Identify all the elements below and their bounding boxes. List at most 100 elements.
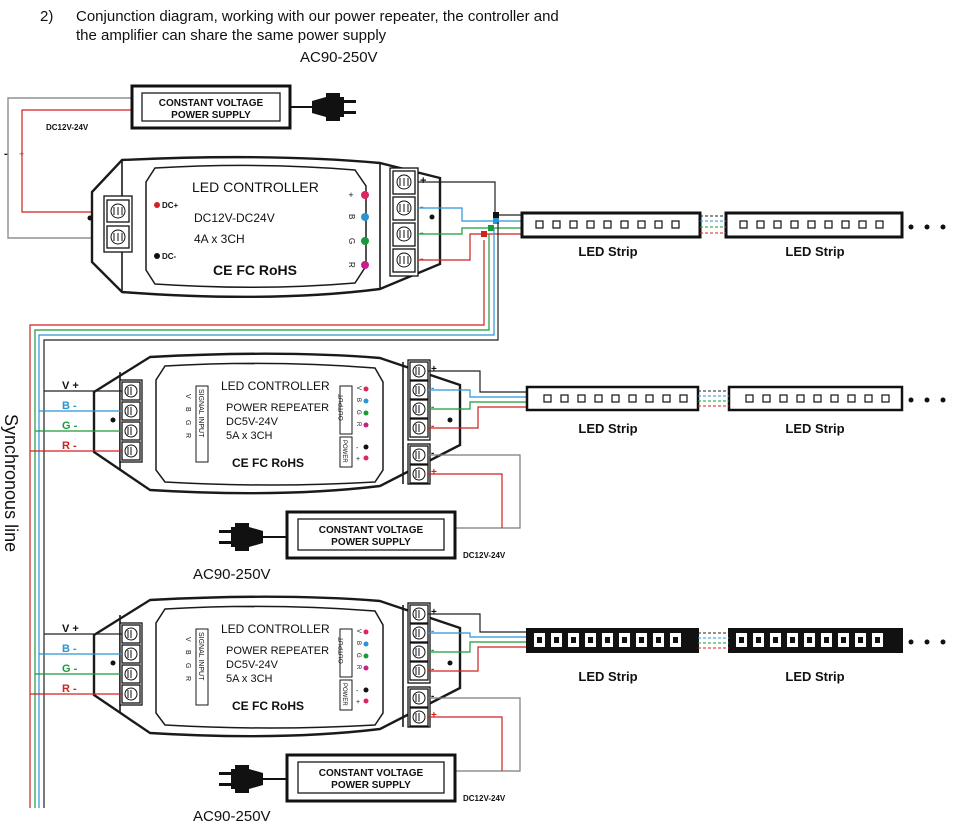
led-strip-label-2b: LED Strip xyxy=(785,421,844,436)
top-ac-plug-icon xyxy=(290,93,356,121)
repeater-2-title: LED CONTROLLER xyxy=(221,622,330,636)
repeater-1-sig-letter-b: B xyxy=(184,407,191,412)
controller-out-label-v: + xyxy=(348,190,353,200)
repeater-2-out-letter-b: B xyxy=(355,641,361,645)
psu-3-line-2: POWER SUPPLY xyxy=(331,780,411,791)
heading-number: 2) xyxy=(40,8,53,25)
repeater-1-wiring xyxy=(30,370,528,529)
repeater-2-sig-letter-g: G xyxy=(184,663,191,668)
repeater-1-out-letter-b: B xyxy=(355,398,361,402)
repeater-2-spec-current: 5A x 3CH xyxy=(226,673,273,685)
repeater-2-input-v: V + xyxy=(62,623,79,635)
repeater-1-spec-current: 5A x 3CH xyxy=(226,430,273,442)
controller-term-sign-b: - xyxy=(420,201,424,213)
repeater-2-power-sign-plus: + xyxy=(356,699,360,706)
repeater-1-input-r: R - xyxy=(62,440,77,452)
led-strip-label-1a: LED Strip xyxy=(578,244,637,259)
repeater-2-out-sign-g: - xyxy=(431,645,434,656)
ac-input-label-3: AC90-250V xyxy=(193,808,271,825)
power-repeater-1 xyxy=(92,352,462,495)
repeater-1-out-sign-g: - xyxy=(431,402,434,413)
repeater-2-input-r: R - xyxy=(62,683,77,695)
repeater-1-subtitle: POWER REPEATER xyxy=(226,402,329,414)
repeater-1-power-sign-plus: + xyxy=(356,456,360,463)
psu-3-line-1: CONSTANT VOLTAGE xyxy=(319,768,424,779)
power-supply-3: CONSTANT VOLTAGE POWER SUPPLY xyxy=(285,753,457,803)
repeater-1-out-letter-v: V xyxy=(355,386,361,390)
repeater-2-signal-input-label: SIGNAL INPUT xyxy=(197,632,204,681)
repeater-2-power-label: POWER xyxy=(341,683,347,706)
repeater-2-pwr-sign-minus: - xyxy=(431,691,434,702)
led-strip-label-2a: LED Strip xyxy=(578,421,637,436)
repeater-1-power-sign-minus: - xyxy=(356,445,359,452)
repeater-2-output-label: OUTPUT xyxy=(338,637,345,664)
ac-plug-3-icon xyxy=(219,765,287,793)
repeater-1-out-letter-r: R xyxy=(355,422,361,427)
psu-2-line-1: CONSTANT VOLTAGE xyxy=(319,525,424,536)
led-strip-label-3a: LED Strip xyxy=(578,669,637,684)
controller-dc-plus: DC+ xyxy=(162,201,179,210)
repeater-1-out-letter-g: G xyxy=(355,410,361,415)
repeater-1-out-sign-v: + xyxy=(431,364,437,375)
top-power-supply: CONSTANT VOLTAGE POWER SUPPLY xyxy=(130,84,292,130)
ac-input-label-2: AC90-250V xyxy=(193,566,271,583)
controller-title: LED CONTROLLER xyxy=(192,179,319,195)
psu-2-dc-label: DC12V-24V xyxy=(463,551,506,560)
main-led-controller xyxy=(87,155,442,299)
psu-2-line-2: POWER SUPPLY xyxy=(331,537,411,548)
controller-certifications: CE FC RoHS xyxy=(213,262,297,278)
repeater-2-spec-voltage: DC5V-24V xyxy=(226,659,279,671)
repeater-2-pwr-sign-plus: + xyxy=(431,710,437,721)
top-psu-line-1: CONSTANT VOLTAGE xyxy=(159,98,264,109)
controller-out-label-r: R xyxy=(347,262,356,268)
controller-spec-voltage: DC12V-DC24V xyxy=(194,211,275,225)
repeater-2-input-b: B - xyxy=(62,643,77,655)
repeater-1-input-b: B - xyxy=(62,400,77,412)
repeater-1-out-sign-b: - xyxy=(431,383,434,394)
controller-term-sign-g: - xyxy=(420,227,424,239)
repeater-2-sig-letter-v: V xyxy=(184,637,191,642)
led-strip-row-1 xyxy=(520,211,946,239)
controller-spec-current: 4A x 3CH xyxy=(194,232,245,246)
repeater-2-sig-letter-b: B xyxy=(184,650,191,655)
repeater-2-out-letter-r: R xyxy=(355,665,361,670)
led-strip-label-1b: LED Strip xyxy=(785,244,844,259)
repeater-1-input-v: V + xyxy=(62,380,79,392)
controller-output-wiring xyxy=(29,181,522,808)
repeater-2-sig-letter-r: R xyxy=(184,676,191,681)
repeater-2-power-sign-minus: - xyxy=(356,688,359,695)
power-repeater-2 xyxy=(92,595,462,738)
power-supply-2: CONSTANT VOLTAGE POWER SUPPLY xyxy=(285,510,457,560)
top-psu-dc-label: DC12V-24V xyxy=(46,123,89,132)
led-strip-row-2 xyxy=(525,385,946,412)
repeater-1-pwr-sign-minus: - xyxy=(431,448,434,459)
led-strip-row-3 xyxy=(526,628,946,653)
top-psu-line-2: POWER SUPPLY xyxy=(171,110,251,121)
repeater-2-subtitle: POWER REPEATER xyxy=(226,645,329,657)
repeater-1-sig-letter-g: G xyxy=(184,420,191,425)
repeater-1-spec-voltage: DC5V-24V xyxy=(226,416,279,428)
controller-term-sign-v: + xyxy=(420,175,426,187)
repeater-1-sig-letter-v: V xyxy=(184,394,191,399)
repeater-2-out-sign-r: - xyxy=(431,664,434,675)
repeater-1-pwr-sign-plus: + xyxy=(431,467,437,478)
heading-line-1: Conjunction diagram, working with our po… xyxy=(76,8,559,25)
ac-plug-2-icon xyxy=(219,523,287,551)
repeater-1-title: LED CONTROLLER xyxy=(221,379,330,393)
repeater-1-input-g: G - xyxy=(62,420,78,432)
repeater-1-out-sign-r: - xyxy=(431,421,434,432)
repeater-2-certifications: CE FC RoHS xyxy=(232,699,304,713)
controller-out-label-b: B xyxy=(347,214,356,219)
repeater-1-output-label: OUTPUT xyxy=(338,394,345,421)
psu-3-dc-label: DC12V-24V xyxy=(463,794,506,803)
repeater-2-out-letter-g: G xyxy=(355,653,361,658)
repeater-2-input-g: G - xyxy=(62,663,78,675)
controller-out-label-g: G xyxy=(347,238,356,244)
led-strip-label-3b: LED Strip xyxy=(785,669,844,684)
top-psu-plus-sign: + xyxy=(19,149,24,159)
repeater-1-signal-input-label: SIGNAL INPUT xyxy=(197,389,204,438)
controller-term-sign-r: - xyxy=(420,253,424,265)
repeater-1-sig-letter-r: R xyxy=(184,433,191,438)
repeater-1-certifications: CE FC RoHS xyxy=(232,456,304,470)
